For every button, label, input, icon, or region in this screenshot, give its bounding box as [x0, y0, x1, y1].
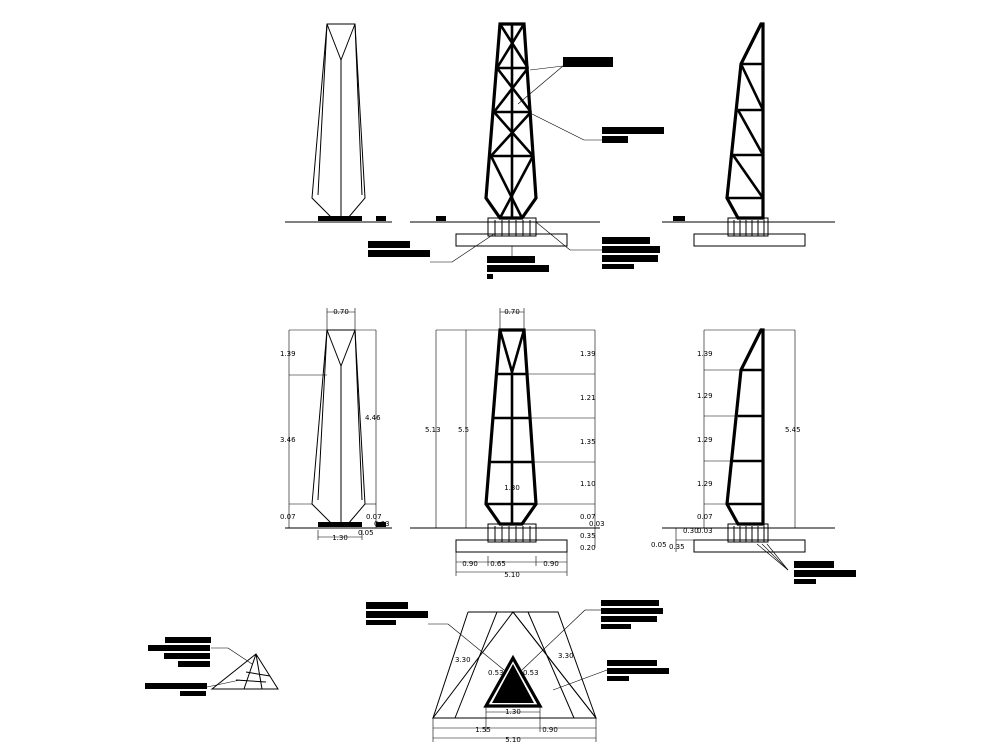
- right-dim-2: 0.07: [366, 513, 382, 521]
- base-side-label: 0.05: [358, 529, 374, 537]
- truss-right-dim-1: 1.39: [580, 350, 596, 358]
- side-elevation-top: [662, 22, 835, 247]
- plan-core-dim-left: 0.53: [488, 669, 504, 677]
- plan-bottom-dim-2: 0.90: [542, 726, 558, 734]
- side-footing-dim-3: 0.05: [651, 541, 667, 549]
- plan-total-width: 5.10: [505, 736, 521, 744]
- truss-right-dim-2: 1.21: [580, 394, 596, 402]
- left-dim-3: 0.07: [280, 513, 296, 521]
- side-left-dim-2: 1.29: [697, 392, 713, 400]
- truss-bottom-dim-3: 0.90: [543, 560, 559, 568]
- side-left-dim-1: 1.39: [697, 350, 713, 358]
- plan-side-dim-right: 3.30: [558, 652, 574, 660]
- side-footing-dim-2: 0.03: [697, 527, 713, 535]
- truss-right-dim-6: 0.03: [589, 520, 605, 528]
- truss-elevation-dimensioned: 0.70 5.13 5.5 1.39 1.21 1.35 1.10 0.07 0…: [410, 308, 605, 579]
- truss-total-width: 5.10: [504, 571, 520, 579]
- truss-left-dim-2: 5.5: [458, 426, 469, 434]
- plan-side-dim-left: 3.30: [455, 656, 471, 664]
- truss-right-dim-4: 1.10: [580, 480, 596, 488]
- truss-left-dim-1: 5.13: [425, 426, 441, 434]
- side-right-dim: 5.45: [785, 426, 801, 434]
- truss-right-dim-5: 0.07: [580, 513, 596, 521]
- side-footing-dim-1: 0.30: [683, 527, 699, 535]
- truss-elevation-top: [368, 22, 664, 279]
- truss-bottom-dim-1: 0.90: [462, 560, 478, 568]
- plan-core-dim-right: 0.53: [523, 669, 539, 677]
- truss-bottom-dim-2: 0.65: [490, 560, 506, 568]
- front-elevation-dimensioned: 0.70 1.39 3.46 0.07 4.46 0.07 0.03 1.30 …: [280, 308, 392, 542]
- truss-center-label: 1.30: [504, 484, 520, 492]
- truss-right-dim-3: 1.35: [580, 438, 596, 446]
- side-left-dim-3: 1.29: [697, 436, 713, 444]
- truss-right-dim-7: 0.35: [580, 532, 596, 540]
- plan-inner-width: 1.30: [505, 708, 521, 716]
- truss-right-dim-8: 0.20: [580, 544, 596, 552]
- truss-top-width: 0.70: [504, 308, 520, 316]
- plan-detail-small: [145, 637, 279, 696]
- side-elevation-dimensioned: 1.39 1.29 1.29 1.29 0.07 5.45 0.30 0.03 …: [651, 328, 856, 584]
- base-width-label: 1.30: [332, 534, 348, 542]
- front-elevation-top: [285, 23, 392, 223]
- left-dim-1: 1.39: [280, 350, 296, 358]
- side-footing-dim-4: 0.35: [669, 543, 685, 551]
- plan-bottom-dim-1: 1.55: [475, 726, 491, 734]
- left-dim-2: 3.46: [280, 436, 296, 444]
- right-dim-3: 0.03: [374, 520, 390, 528]
- top-width-label: 0.70: [333, 308, 349, 316]
- right-dim-1: 4.46: [365, 414, 381, 422]
- side-left-dim-4: 1.29: [697, 480, 713, 488]
- plan-view-main: 3.30 3.30 0.53 0.53 1.30 1.55 0.90 5.10: [366, 600, 669, 744]
- side-left-dim-5: 0.07: [697, 513, 713, 521]
